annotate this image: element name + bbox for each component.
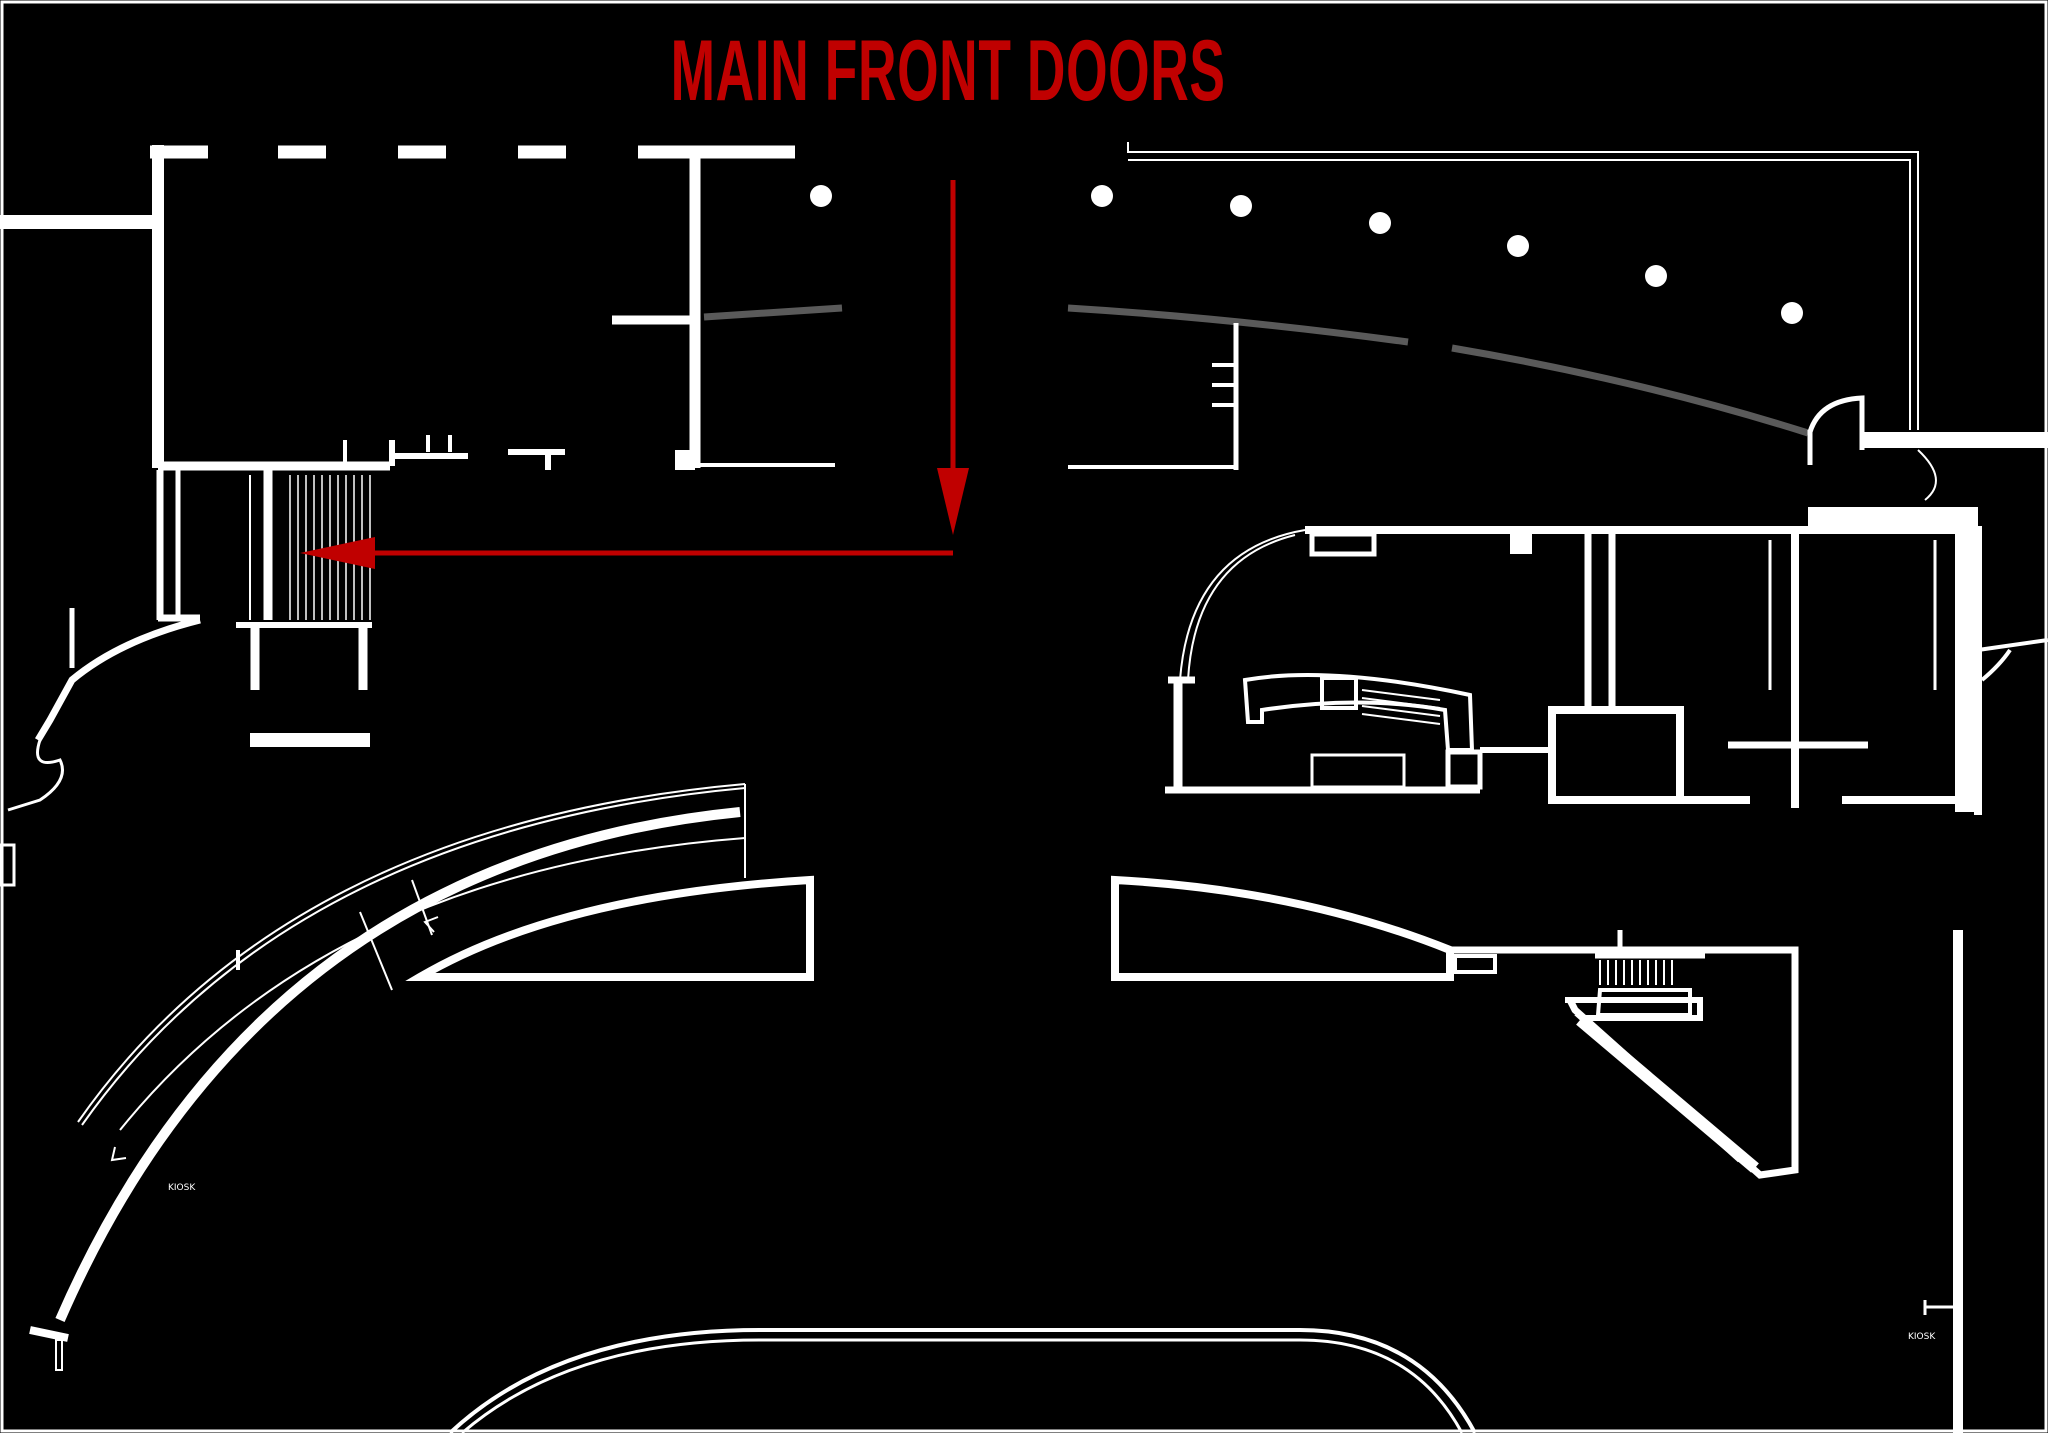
- escalator-rail: [119, 837, 746, 1131]
- escalator-rail: [359, 911, 393, 991]
- route: [300, 180, 969, 569]
- glass-partition: [1451, 344, 1810, 437]
- desk-cabinet: [1445, 749, 1483, 790]
- desk-counter: [1310, 753, 1406, 789]
- escalator-rail: [77, 783, 746, 1123]
- door-swing: [1917, 449, 1937, 501]
- wall-block: [1808, 507, 1978, 529]
- column: [1507, 235, 1529, 257]
- desk-shelves: [1361, 689, 1441, 725]
- glass-partition: [1067, 304, 1409, 346]
- planter-left: [405, 875, 814, 981]
- wall-segment: [1450, 946, 1799, 1179]
- arrow-left-icon: [300, 537, 375, 569]
- column: [1781, 302, 1803, 324]
- planter-right: [1111, 875, 1454, 981]
- kiosk-label-left: KIOSK: [168, 1183, 196, 1193]
- map-title: MAIN FRONT DOORS: [670, 23, 1226, 119]
- curved-glass: [1187, 534, 1296, 681]
- escalator-direction-arrow: [423, 916, 439, 933]
- wall-segment: [1305, 526, 1982, 815]
- column: [1510, 532, 1532, 554]
- glass-partition: [703, 304, 843, 321]
- column: [1230, 195, 1252, 217]
- arrow-down-icon: [937, 468, 969, 535]
- column: [810, 185, 832, 207]
- curved-wall: [461, 1338, 1464, 1433]
- wall-block: [1453, 954, 1497, 974]
- door-swing: [1977, 638, 2048, 682]
- column: [1369, 212, 1391, 234]
- door-frame: [55, 1339, 63, 1371]
- door-swing: [1807, 395, 1865, 465]
- staircase: [1599, 960, 1673, 985]
- reception-desk: [1242, 673, 1475, 752]
- door-frame: [0, 843, 16, 887]
- column: [675, 450, 695, 470]
- columns: [810, 185, 1803, 324]
- wall-block: [1955, 530, 1978, 812]
- thin-wall: [1127, 142, 1919, 430]
- kiosk-label-right: KIOSK: [1908, 1332, 1936, 1342]
- door-swing: [7, 739, 64, 812]
- thin-wall: [1128, 159, 1911, 430]
- curved-glass: [1179, 529, 1306, 681]
- desk-cabinet: [1320, 676, 1358, 710]
- column: [1645, 265, 1667, 287]
- escalator-direction-arrow: [110, 1146, 127, 1162]
- office-room: [1548, 706, 1684, 804]
- curved-wall: [34, 616, 201, 742]
- curved-wall: [1576, 1015, 1759, 1173]
- curved-wall: [448, 1328, 1477, 1433]
- escalator-rail: [81, 787, 746, 1126]
- column: [1091, 185, 1113, 207]
- wall-segment: [29, 1326, 69, 1342]
- wall-block: [1309, 531, 1377, 557]
- curved-wall: [55, 807, 741, 1322]
